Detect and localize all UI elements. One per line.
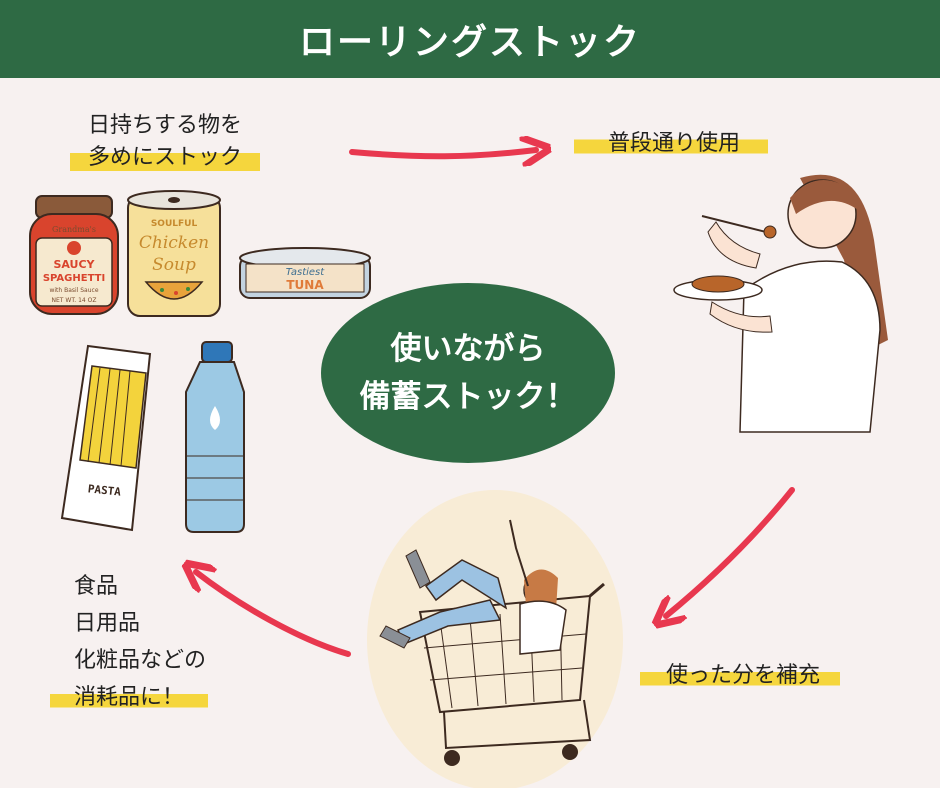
svg-text:SAUCY: SAUCY [53,258,95,271]
step-stock-line2: 多めにストック [70,142,261,174]
step-stock-label: 日持ちする物を 多めにストック [70,110,261,174]
step-use-text: 普段通り使用 [574,131,769,156]
svg-text:Tastiest: Tastiest [286,267,325,278]
svg-text:SOULFUL: SOULFUL [151,219,198,229]
svg-text:Grandma's: Grandma's [52,225,96,234]
items-line2: 日用品 [74,611,141,636]
step-use-label: 普段通り使用 [574,128,769,160]
sauce-jar-icon: Grandma's SAUCY SPAGHETTI with Basil Sau… [29,195,119,315]
items-line1: 食品 [74,574,119,599]
step-stock-line1: 日持ちする物を [88,113,243,138]
svg-text:NET WT. 14 OZ: NET WT. 14 OZ [52,297,97,304]
svg-text:Chicken: Chicken [139,233,209,253]
arrow-stock-to-use [349,150,536,156]
svg-text:PASTA: PASTA [87,482,122,498]
woman-eating-icon [673,174,888,433]
items-list: 食品 日用品 化粧品などの 消耗品に！ [50,568,209,716]
svg-text:TUNA: TUNA [286,278,324,292]
water-bottle-icon [185,341,245,533]
header-bar: ローリングストック [0,0,940,78]
items-line3: 化粧品などの [74,648,207,673]
tuna-can-icon: Tastiest TUNA [239,247,371,299]
step-refill-text: 使った分を補充 [640,663,841,688]
center-line2: 備蓄ストック！ [359,379,577,415]
center-line1: 使いながら [390,331,546,367]
shopping-cart-icon [367,490,623,788]
arrow-refill-to-stock [196,572,351,657]
center-message: 使いながら 備蓄ストック！ [321,283,615,463]
arrow-use-to-refill [666,487,795,616]
svg-text:with Basil Sauce: with Basil Sauce [49,287,98,294]
items-line4: 消耗品に！ [50,685,209,710]
pasta-package-icon: PASTA [60,344,152,532]
svg-text:Soup: Soup [152,255,196,275]
step-refill-label: 使った分を補充 [640,660,841,692]
svg-text:SPAGHETTI: SPAGHETTI [43,273,105,284]
soup-can-icon: SOULFUL Chicken Soup [127,190,221,317]
page-title: ローリングストック [298,22,641,63]
